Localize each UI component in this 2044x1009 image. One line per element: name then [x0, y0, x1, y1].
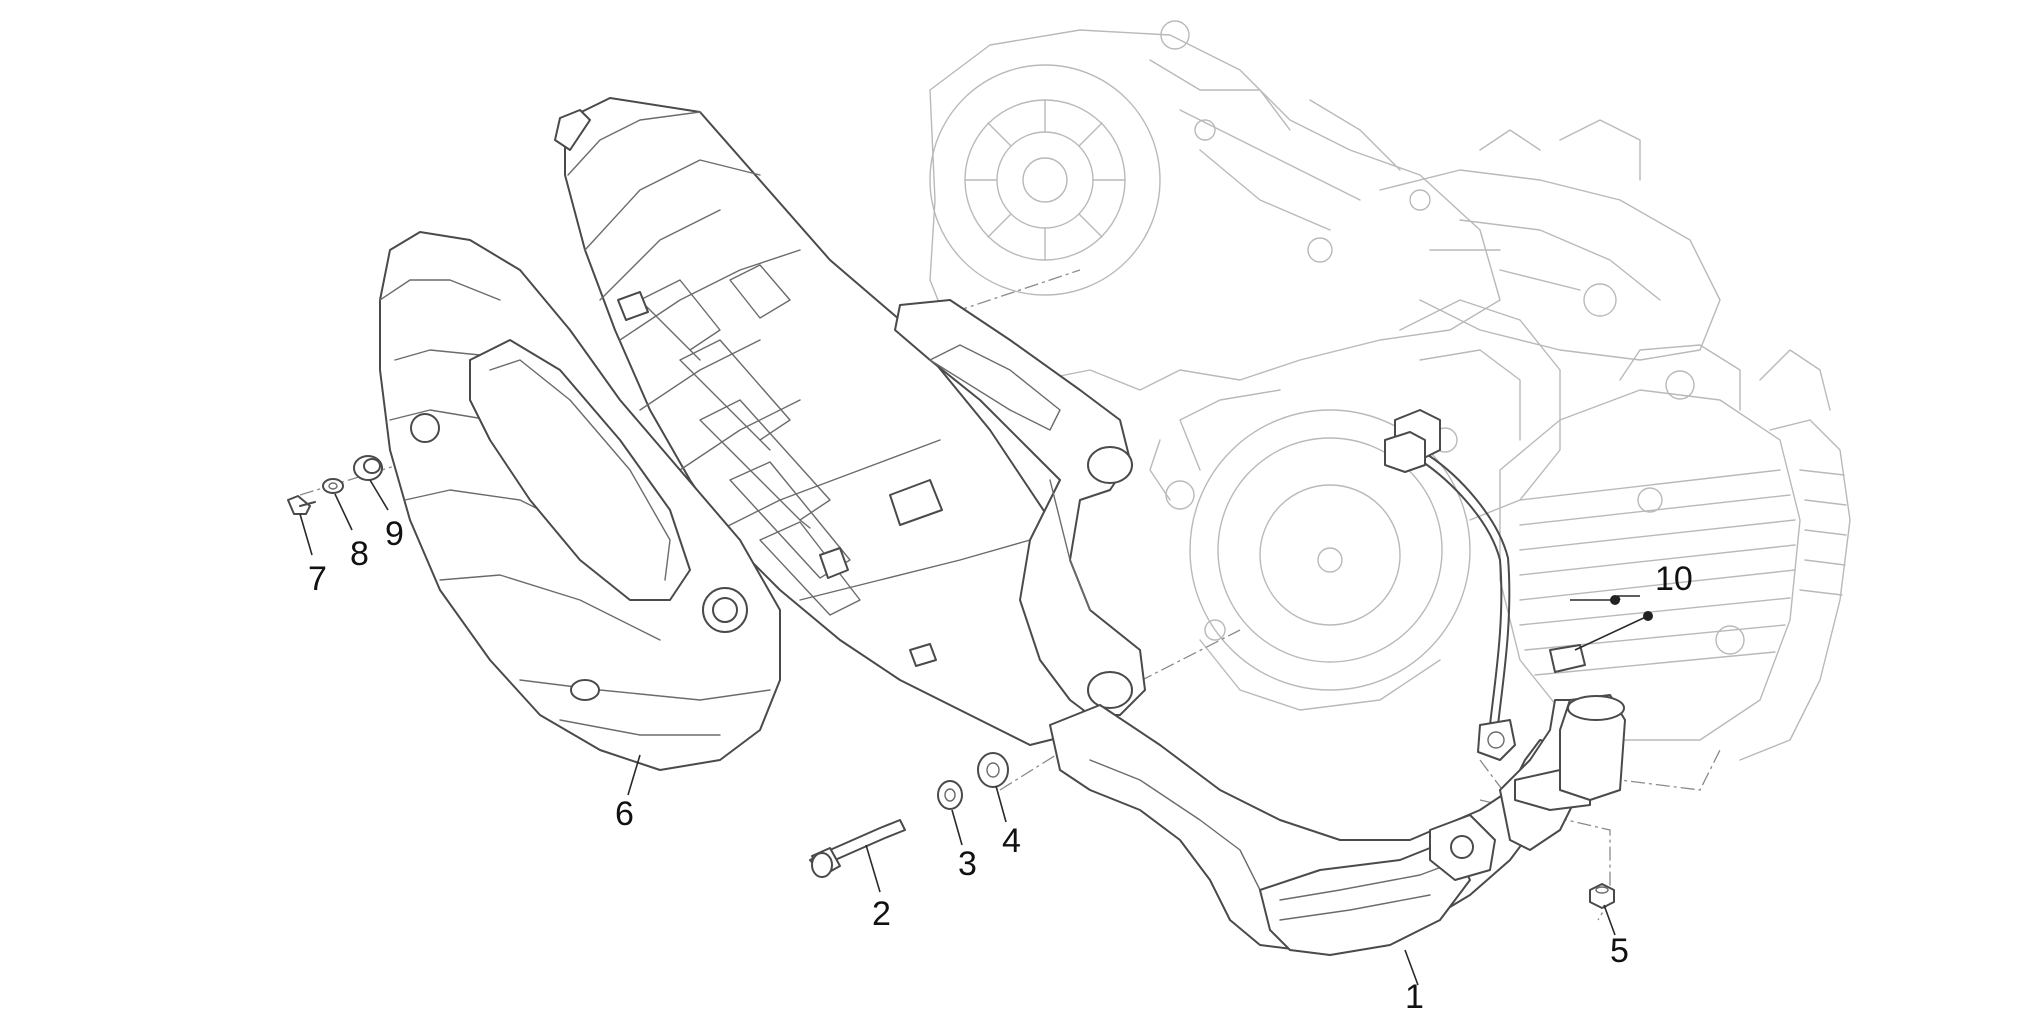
washer-3	[937, 780, 963, 810]
callout-7: 7	[308, 560, 327, 598]
exhaust-pipe	[1049, 694, 1626, 956]
lambda-sensor	[1384, 409, 1586, 761]
callout-10: 10	[1655, 560, 1693, 598]
screw-7	[287, 495, 316, 515]
muffler-body	[554, 97, 1096, 746]
mounting-bracket	[894, 299, 1146, 716]
washer-4	[977, 752, 1009, 788]
callout-9: 9	[385, 515, 404, 553]
bolt-2	[809, 819, 906, 878]
heat-shield	[379, 231, 781, 771]
callout-8: 8	[350, 535, 369, 573]
grommet-9	[353, 455, 383, 481]
callout-4: 4	[1002, 822, 1021, 860]
muffler-slots	[639, 264, 861, 616]
callout-3: 3	[958, 845, 977, 883]
washer-8	[322, 478, 344, 494]
callout-1: 1	[1405, 978, 1424, 1009]
callout-labels: 1 2 3 4 5 6 7 8 9 10	[308, 515, 1693, 1009]
callout-2: 2	[872, 895, 891, 933]
engine-assembly	[929, 20, 1851, 761]
leader-lines	[299, 479, 1653, 986]
nut-5	[1589, 883, 1615, 909]
callout-5: 5	[1610, 932, 1629, 970]
callout-6: 6	[615, 795, 634, 833]
